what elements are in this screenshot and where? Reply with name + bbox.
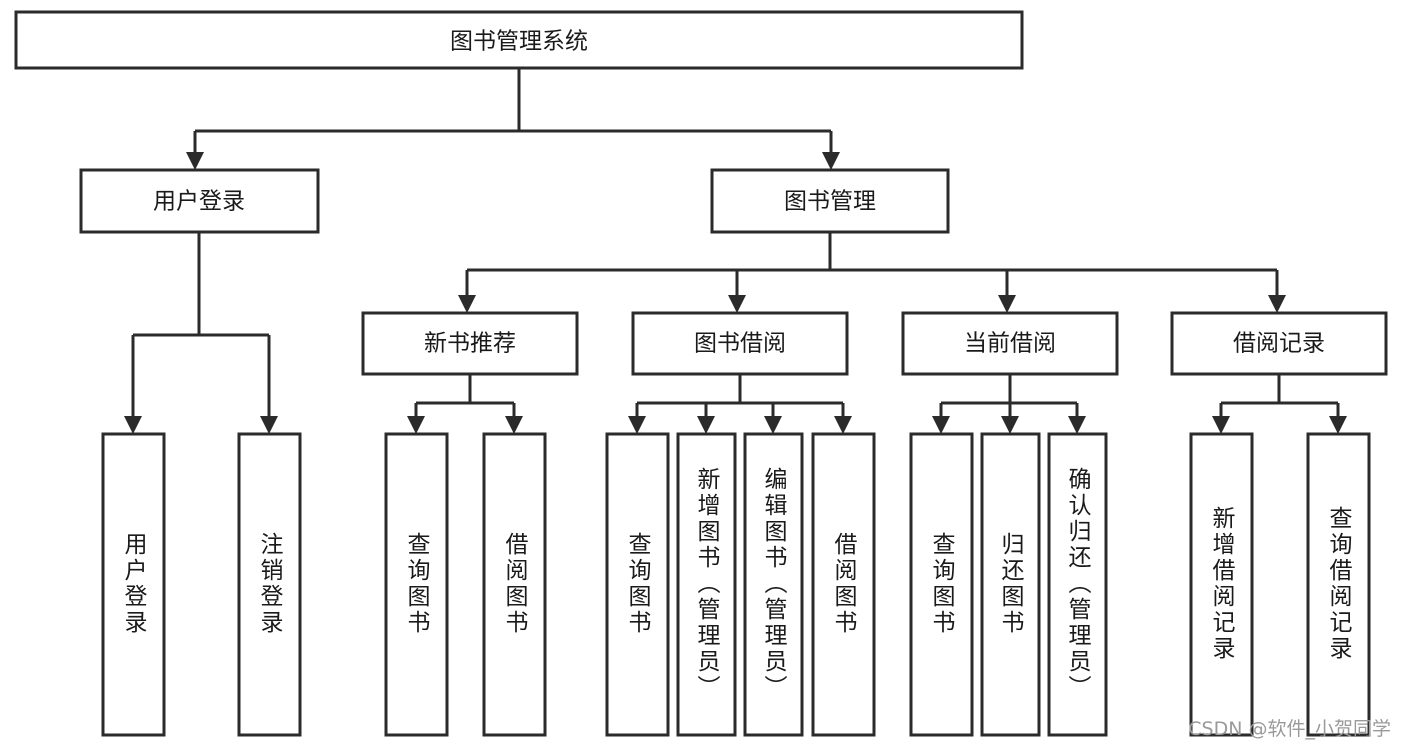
node-book-management-system[interactable]: 图书管理系统 [14, 10, 1024, 70]
node-label: 注销登录 [256, 532, 284, 636]
node-label: 用户登录 [153, 189, 245, 215]
node-leaf-user-login[interactable]: 用户登录 [101, 432, 166, 737]
connector-root-to-level2 [186, 68, 840, 170]
node-leaf-borrow-book-1[interactable]: 借阅图书 [482, 432, 547, 737]
node-box [980, 432, 1041, 737]
node-box [482, 432, 547, 737]
node-label: 新增借阅记录 [1208, 506, 1236, 662]
node-box [1306, 432, 1371, 737]
node-box [384, 432, 449, 737]
connector-current-to-leaves [932, 374, 1086, 434]
node-label: 查询图书 [624, 532, 652, 636]
node-box [1047, 432, 1108, 737]
node-leaf-query-book-3[interactable]: 查询图书 [909, 432, 974, 737]
node-box [710, 168, 950, 234]
node-box [605, 432, 670, 737]
node-box [361, 311, 579, 376]
node-book-management[interactable]: 图书管理 [710, 168, 950, 234]
node-box [101, 432, 166, 737]
node-label: 用户登录 [120, 532, 148, 636]
node-label: 图书管理系统 [450, 29, 588, 55]
node-current-borrow[interactable]: 当前借阅 [901, 311, 1119, 376]
node-label: 新增图书（管理员） [693, 467, 721, 701]
node-leaf-add-book[interactable]: 新增图书（管理员） [676, 432, 737, 737]
node-label: 查询借阅记录 [1325, 506, 1353, 662]
node-leaf-confirm-return[interactable]: 确认归还（管理员） [1047, 432, 1108, 737]
node-box [237, 432, 302, 737]
node-label: 归还图书 [997, 532, 1025, 636]
node-label: 借阅图书 [830, 532, 858, 636]
connector-bookmgmt-to-level3 [458, 232, 1286, 313]
node-leaf-query-record[interactable]: 查询借阅记录 [1306, 432, 1371, 737]
node-label: 查询图书 [403, 532, 431, 636]
node-box [743, 432, 804, 737]
node-label: 当前借阅 [964, 331, 1056, 357]
node-new-book-recommend[interactable]: 新书推荐 [361, 311, 579, 376]
node-leaf-borrow-book-2[interactable]: 借阅图书 [811, 432, 876, 737]
connector-record-to-leaves [1212, 374, 1347, 434]
csdn-watermark: CSDN @软件_小贺同学 [1188, 718, 1391, 740]
node-leaf-user-logout[interactable]: 注销登录 [237, 432, 302, 737]
node-label: 查询图书 [928, 532, 956, 636]
connector-borrow-to-leaves [628, 374, 852, 434]
node-leaf-return-book[interactable]: 归还图书 [980, 432, 1041, 737]
node-box [14, 10, 1024, 70]
connector-userlogin-to-leaves [124, 232, 278, 434]
node-label: 确认归还（管理员） [1064, 467, 1092, 701]
node-user-login[interactable]: 用户登录 [79, 168, 320, 234]
node-label: 借阅记录 [1233, 331, 1325, 357]
node-label: 图书借阅 [694, 331, 786, 357]
node-label: 借阅图书 [501, 532, 529, 636]
node-label: 图书管理 [784, 189, 876, 215]
node-leaf-query-book-1[interactable]: 查询图书 [384, 432, 449, 737]
node-leaf-query-book-2[interactable]: 查询图书 [605, 432, 670, 737]
node-leaf-add-record[interactable]: 新增借阅记录 [1189, 432, 1254, 737]
node-box [631, 311, 849, 376]
connector-recommend-to-leaves [407, 374, 523, 434]
node-leaf-edit-book[interactable]: 编辑图书（管理员） [743, 432, 804, 737]
node-box [901, 311, 1119, 376]
node-box [676, 432, 737, 737]
node-box [909, 432, 974, 737]
node-book-borrow[interactable]: 图书借阅 [631, 311, 849, 376]
node-box [1189, 432, 1254, 737]
node-box [811, 432, 876, 737]
node-borrow-record[interactable]: 借阅记录 [1170, 311, 1388, 376]
node-box [79, 168, 320, 234]
node-label: 编辑图书（管理员） [760, 467, 788, 701]
node-label: 新书推荐 [424, 331, 516, 357]
node-box [1170, 311, 1388, 376]
